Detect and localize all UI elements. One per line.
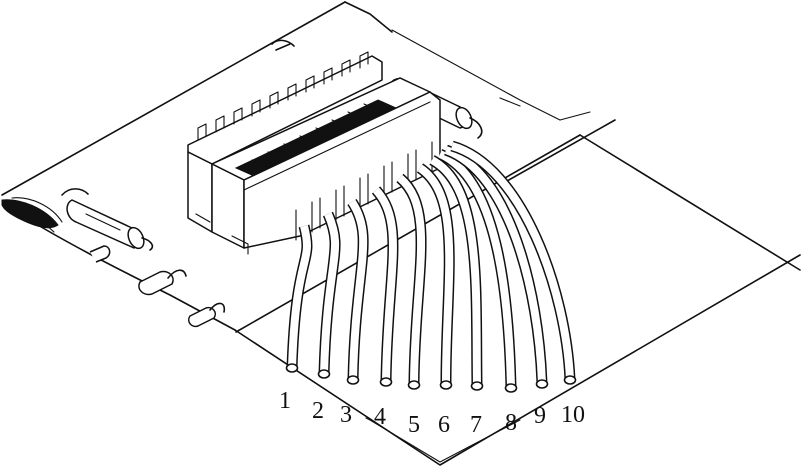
wire-6-end <box>439 380 453 390</box>
wire-1-end <box>285 363 299 373</box>
wire-label-8: 8 <box>505 410 517 436</box>
wire-2-end <box>317 369 331 379</box>
wire-1-fill <box>288 225 311 369</box>
component-top <box>271 39 295 51</box>
connector-ribs <box>197 51 369 141</box>
wire-8-fill <box>438 150 515 389</box>
wire-8-end <box>504 383 518 393</box>
wire-7-fill <box>429 156 481 387</box>
wire-sockets <box>295 141 433 241</box>
component-small-2 <box>187 302 226 328</box>
component-small-3 <box>89 245 111 263</box>
label-bracket <box>365 417 521 463</box>
wire-label-3: 3 <box>340 402 352 428</box>
wire-9-fill <box>444 146 546 385</box>
wire-4-end <box>379 377 393 387</box>
wire-7-end <box>470 381 484 391</box>
wire-4-fill <box>372 187 397 383</box>
wire-9-end <box>535 379 549 389</box>
wire-label-10: 10 <box>561 402 585 428</box>
wire-10-end <box>563 375 577 385</box>
wire-2-fill <box>320 212 340 375</box>
wire-label-5: 5 <box>408 412 420 438</box>
wire-label-1: 1 <box>279 388 291 414</box>
wire-label-2: 2 <box>312 398 324 424</box>
component-small-1 <box>138 269 187 296</box>
wire-10-fill <box>450 142 574 381</box>
wire-label-4: 4 <box>374 404 386 430</box>
wire-labels: 1 2 3 4 5 6 7 8 9 10 <box>279 388 585 438</box>
wire-5-end <box>407 380 421 390</box>
wire-6-fill <box>417 164 454 386</box>
wire-label-7: 7 <box>470 412 482 438</box>
wire-3-fill <box>348 199 368 381</box>
connector-housing <box>187 51 441 255</box>
corner-component <box>1 197 63 233</box>
resistor-left <box>61 188 154 251</box>
wire-bundle <box>285 140 577 393</box>
wire-label-9: 9 <box>534 403 546 429</box>
wire-label-6: 6 <box>438 412 450 438</box>
wire-5-fill <box>397 174 426 386</box>
wire-3-end <box>346 375 360 385</box>
